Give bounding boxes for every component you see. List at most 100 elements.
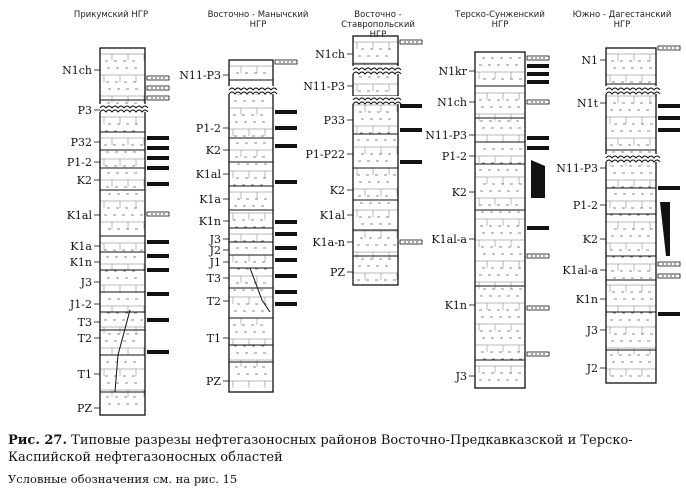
possible-horizon-bar: [526, 253, 550, 259]
stratigraphic-unit-label: K1al: [320, 209, 346, 222]
figure-number: Рис. 27.: [8, 433, 68, 448]
productive-horizon-bar: [658, 116, 680, 120]
productive-horizon-bar: [400, 128, 422, 132]
unconformity-wavy-line: [352, 67, 402, 71]
stratigraphic-unit-label: P1-2: [442, 150, 467, 163]
stratigraphic-unit-label: J1-2: [69, 298, 92, 311]
possible-horizon-bar: [657, 261, 681, 267]
stratigraphic-unit-label: P1-2: [67, 156, 92, 169]
possible-horizon-bar: [526, 55, 550, 61]
possible-horizon-bar: [274, 59, 298, 65]
stratigraphic-unit-label: N1ch: [62, 64, 92, 77]
lens-wedge-symbol: [660, 202, 670, 256]
unconformity-gap: [228, 86, 274, 94]
productive-horizon-bar: [658, 128, 680, 132]
productive-horizon-bar: [147, 350, 169, 354]
stratigraphic-unit-label: PZ: [206, 375, 221, 388]
stratigraphic-unit-label: K2: [206, 144, 221, 157]
stratigraphic-unit-label: P1-2: [573, 199, 598, 212]
productive-horizon-bar: [275, 302, 297, 306]
stratigraphic-unit-label: P33: [324, 114, 345, 127]
stratigraphic-unit-label: K1al: [196, 168, 222, 181]
stratigraphic-unit-label: N11-P3: [425, 129, 467, 142]
legend-reference-note: Условные обозначения см. на рис. 15: [8, 472, 238, 486]
unconformity-gap: [99, 104, 146, 112]
stratigraphic-unit-label: K1al-a: [562, 264, 598, 277]
stratigraphic-unit-label: N1ch: [437, 96, 467, 109]
productive-horizon-bar: [147, 318, 169, 322]
possible-horizon-bar: [146, 85, 170, 91]
productive-horizon-bar: [527, 80, 549, 84]
section-column-outline: [605, 47, 657, 384]
stratigraphic-unit-label: T2: [207, 295, 221, 308]
unconformity-wavy-line: [605, 91, 661, 95]
productive-horizon-bar: [275, 144, 297, 148]
unconformity-wavy-line: [99, 105, 149, 109]
stratigraphic-unit-label: P3: [78, 104, 92, 117]
unconformity-gap: [605, 86, 657, 94]
productive-horizon-bar: [527, 72, 549, 76]
possible-horizon-bar: [146, 75, 170, 81]
unconformity-wavy-line: [352, 101, 402, 105]
productive-horizon-bar: [527, 226, 549, 230]
possible-horizon-bar: [146, 95, 170, 101]
possible-horizon-bar: [399, 239, 423, 245]
stratigraphic-unit-label: N11-P3: [303, 80, 345, 93]
stratigraphic-unit-label: PZ: [330, 266, 345, 279]
unconformity-wavy-line: [228, 87, 278, 91]
unconformity-wavy-line: [605, 87, 661, 91]
stratigraphic-unit-label: J3: [455, 370, 467, 383]
productive-horizon-bar: [147, 182, 169, 186]
column-title-prikumsky: Прикумский НГР: [73, 10, 149, 20]
stratigraphic-unit-label: N11-P3: [556, 162, 598, 175]
productive-horizon-bar: [275, 126, 297, 130]
stratigraphic-unit-label: K1n: [576, 293, 598, 306]
stratigraphic-unit-label: K1n: [199, 215, 221, 228]
productive-horizon-bar: [658, 104, 680, 108]
stratigraphic-unit-label: K1a: [199, 193, 221, 206]
facies-boundary-line: [114, 309, 131, 393]
stratigraphic-unit-label: J3: [586, 324, 598, 337]
productive-horizon-bar: [275, 110, 297, 114]
productive-horizon-bar: [400, 160, 422, 164]
unconformity-wavy-line: [605, 159, 661, 163]
stratigraphic-unit-label: K1al-a: [431, 233, 467, 246]
stratigraphic-unit-label: N1ch: [315, 48, 345, 61]
productive-horizon-bar: [275, 180, 297, 184]
stratigraphic-unit-label: K1a-n: [312, 236, 345, 249]
stratigraphic-unit-label: T2: [78, 332, 92, 345]
possible-horizon-bar: [146, 211, 170, 217]
stratigraphic-unit-label: K2: [330, 184, 345, 197]
productive-horizon-bar: [275, 220, 297, 224]
stratigraphic-unit-label: P1-2: [196, 122, 221, 135]
stratigraphic-unit-label: K1n: [445, 299, 467, 312]
unconformity-wavy-line: [99, 109, 149, 113]
section-column-outline: [99, 47, 146, 416]
figure-caption: Рис. 27. Типовые разрезы нефтегазоносных…: [8, 432, 678, 466]
productive-horizon-bar: [147, 146, 169, 150]
facies-boundary-line: [249, 267, 271, 313]
stratigraphic-unit-label: PZ: [77, 402, 92, 415]
unconformity-wavy-line: [352, 97, 402, 101]
section-column-outline: [352, 35, 399, 286]
productive-horizon-bar: [658, 312, 680, 316]
stratigraphic-unit-label: N1kr: [438, 65, 467, 78]
unconformity-gap: [352, 66, 399, 74]
unconformity-wavy-line: [352, 71, 402, 75]
stratigraphic-unit-label: K1al: [67, 209, 93, 222]
stratigraphic-unit-label: J2: [586, 362, 598, 375]
productive-horizon-bar: [400, 104, 422, 108]
possible-horizon-bar: [657, 45, 681, 51]
stratigraphic-unit-label: N1t: [577, 97, 599, 110]
possible-horizon-bar: [657, 273, 681, 279]
possible-horizon-bar: [526, 99, 550, 105]
stratigraphic-unit-label: P32: [71, 136, 92, 149]
productive-horizon-bar: [275, 258, 297, 262]
unconformity-wavy-line: [605, 155, 661, 159]
unconformity-gap: [352, 96, 399, 104]
productive-horizon-bar: [147, 254, 169, 258]
